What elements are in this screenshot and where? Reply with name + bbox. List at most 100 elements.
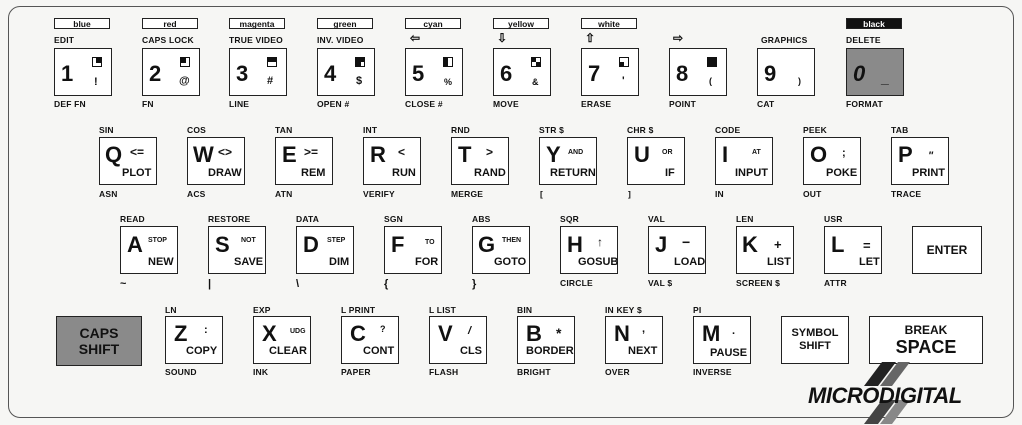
key-p[interactable]: P " PRINT bbox=[891, 137, 949, 185]
key-z[interactable]: Z : COPY bbox=[165, 316, 223, 364]
key-4[interactable]: 4 $ bbox=[317, 48, 375, 96]
key-x-keyword: CLEAR bbox=[269, 345, 307, 357]
space-label: SPACE bbox=[895, 336, 957, 357]
label-bright: BRIGHT bbox=[517, 367, 551, 377]
key-3-label: 3 bbox=[236, 61, 249, 86]
key-n-symbol: , bbox=[642, 323, 646, 335]
label-screen: SCREEN $ bbox=[736, 278, 781, 288]
key-y-symbol: AND bbox=[568, 149, 584, 156]
key-l[interactable]: L = LET bbox=[824, 226, 882, 274]
key-t-label: T bbox=[458, 142, 472, 167]
key-j-label: J bbox=[655, 232, 668, 257]
key-q-symbol: <= bbox=[130, 145, 145, 159]
key-f[interactable]: F TO FOR bbox=[384, 226, 442, 274]
label-open: OPEN # bbox=[317, 99, 350, 109]
key-2[interactable]: 2 @ bbox=[142, 48, 200, 96]
key-x[interactable]: X UDG CLEAR bbox=[253, 316, 311, 364]
key-0[interactable]: 0 _ bbox=[846, 48, 904, 96]
key-o[interactable]: O ; POKE bbox=[803, 137, 861, 185]
label-lprint: L PRINT bbox=[341, 305, 376, 315]
key-w-keyword: DRAW bbox=[208, 167, 242, 179]
key-h[interactable]: H ↑ GOSUB bbox=[560, 226, 618, 274]
key-m[interactable]: M . PAUSE bbox=[693, 316, 751, 364]
key-d-symbol: STEP bbox=[327, 237, 346, 244]
key-u-keyword: IF bbox=[665, 167, 675, 179]
key-5-label: 5 bbox=[412, 61, 425, 86]
key-5-symbol: % bbox=[444, 77, 453, 87]
label-str: STR $ bbox=[539, 125, 565, 135]
key-k[interactable]: K + LIST bbox=[736, 226, 794, 274]
key-a[interactable]: A STOP NEW bbox=[120, 226, 178, 274]
key-b-symbol: * bbox=[556, 325, 562, 341]
break-space-key[interactable]: BREAK SPACE bbox=[869, 316, 983, 364]
key-u[interactable]: U OR IF bbox=[627, 137, 685, 185]
key-s-keyword: SAVE bbox=[234, 256, 264, 268]
key-j[interactable]: J − LOAD bbox=[648, 226, 706, 274]
label-backslash: \ bbox=[296, 278, 300, 290]
key-6[interactable]: 6 & bbox=[493, 48, 551, 96]
color-label-blue: blue bbox=[54, 18, 110, 29]
color-label-magenta: magenta bbox=[229, 18, 285, 29]
caps-shift-line1: CAPS bbox=[79, 325, 119, 341]
key-j-symbol: − bbox=[682, 234, 691, 250]
symbol-shift-line2: SHIFT bbox=[799, 340, 831, 352]
key-g-keyword: GOTO bbox=[494, 256, 527, 268]
label-usr: USR bbox=[824, 214, 843, 224]
key-d-label: D bbox=[303, 232, 319, 257]
key-7[interactable]: 7 ' bbox=[581, 48, 639, 96]
key-e-label: E bbox=[282, 142, 297, 167]
key-b[interactable]: B * BORDER bbox=[517, 316, 575, 364]
key-9[interactable]: 9 ) bbox=[757, 48, 815, 96]
caps-shift-key[interactable]: CAPS SHIFT bbox=[56, 316, 142, 366]
key-t[interactable]: T > RAND bbox=[451, 137, 509, 185]
key-g[interactable]: G THEN GOTO bbox=[472, 226, 530, 274]
label-in: IN bbox=[715, 189, 724, 199]
key-5[interactable]: 5 % bbox=[405, 48, 463, 96]
label-delete: DELETE bbox=[846, 35, 881, 45]
label-sqr: SQR bbox=[560, 214, 580, 224]
graphic-block-icon bbox=[267, 57, 277, 67]
key-9-symbol: ) bbox=[798, 76, 801, 86]
key-a-keyword: NEW bbox=[148, 256, 174, 268]
key-k-symbol: + bbox=[774, 237, 782, 252]
key-v[interactable]: V / CLS bbox=[429, 316, 487, 364]
key-3[interactable]: 3 # bbox=[229, 48, 287, 96]
key-d[interactable]: D STEP DIM bbox=[296, 226, 354, 274]
key-r[interactable]: R < RUN bbox=[363, 137, 421, 185]
key-s[interactable]: S NOT SAVE bbox=[208, 226, 266, 274]
label-edit: EDIT bbox=[54, 35, 75, 45]
color-label-red: red bbox=[142, 18, 198, 29]
key-q-label: Q bbox=[105, 142, 123, 167]
key-n-keyword: NEXT bbox=[628, 345, 658, 357]
label-paper: PAPER bbox=[341, 367, 371, 377]
key-m-keyword: PAUSE bbox=[710, 347, 748, 359]
label-inverse: INVERSE bbox=[693, 367, 732, 377]
key-c[interactable]: C ? CONT bbox=[341, 316, 399, 364]
label-over: OVER bbox=[605, 367, 630, 377]
key-y[interactable]: Y AND RETURN bbox=[539, 137, 597, 185]
key-r-symbol: < bbox=[398, 145, 406, 159]
enter-key[interactable]: ENTER bbox=[912, 226, 982, 274]
key-q[interactable]: Q <= PLOT bbox=[99, 137, 157, 185]
key-1[interactable]: 1 ! bbox=[54, 48, 112, 96]
key-k-keyword: LIST bbox=[767, 256, 791, 268]
key-b-label: B bbox=[526, 321, 542, 346]
key-i[interactable]: I AT INPUT bbox=[715, 137, 773, 185]
key-r-label: R bbox=[370, 142, 386, 167]
graphic-block-icon bbox=[443, 57, 453, 67]
key-8[interactable]: 8 ( bbox=[669, 48, 727, 96]
key-w[interactable]: W <> DRAW bbox=[187, 137, 245, 185]
key-i-symbol: AT bbox=[752, 149, 761, 156]
key-r-keyword: RUN bbox=[392, 167, 416, 179]
label-rnd: RND bbox=[451, 125, 471, 135]
key-d-keyword: DIM bbox=[329, 256, 350, 268]
key-4-label: 4 bbox=[324, 61, 337, 86]
key-n[interactable]: N , NEXT bbox=[605, 316, 663, 364]
symbol-shift-key[interactable]: SYMBOL SHIFT bbox=[781, 316, 849, 364]
key-e[interactable]: E >= REM bbox=[275, 137, 333, 185]
microdigital-logo: MICRODIGITAL bbox=[808, 383, 962, 408]
key-o-symbol: ; bbox=[842, 147, 846, 159]
key-c-label: C bbox=[350, 321, 366, 346]
key-a-symbol: STOP bbox=[148, 237, 167, 244]
key-p-label: P bbox=[898, 142, 913, 167]
